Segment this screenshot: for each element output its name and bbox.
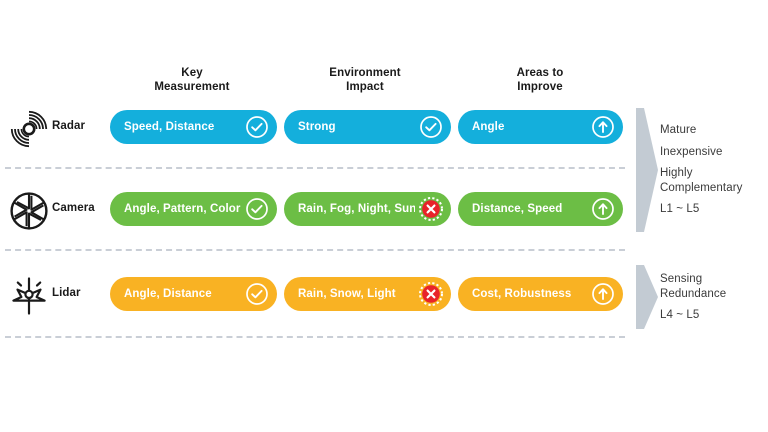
row-radar: Radar Speed, Distance Strong Angle <box>0 106 660 152</box>
check-icon <box>419 115 443 139</box>
bracket-line: Mature <box>660 124 697 136</box>
row-lidar: Lidar Angle, Distance Rain, Snow, Light <box>0 273 660 319</box>
radar-waves-icon <box>8 108 50 150</box>
header-line-1: Key <box>181 67 203 79</box>
bracket-line: L1 ~ L5 <box>660 203 700 215</box>
sensor-label-camera: Camera <box>52 202 95 214</box>
bracket-shape-bottom <box>636 265 658 329</box>
pill-text: Angle, Distance <box>124 288 212 300</box>
column-header-key-measurement: Key Measurement <box>132 66 252 94</box>
pill-camera-environment-impact[interactable]: Rain, Fog, Night, Sun <box>284 192 451 226</box>
bracket-line: Highly <box>660 167 693 179</box>
pill-lidar-key-measurement[interactable]: Angle, Distance <box>110 277 277 311</box>
sensor-label-lidar: Lidar <box>52 287 81 299</box>
pill-radar-areas-to-improve[interactable]: Angle <box>458 110 623 144</box>
pill-lidar-areas-to-improve[interactable]: Cost, Robustness <box>458 277 623 311</box>
row-camera: Camera Angle, Pattern, Color Rain, Fog, … <box>0 188 660 234</box>
camera-aperture-icon <box>8 190 50 232</box>
pill-text: Rain, Fog, Night, Sun <box>298 203 415 215</box>
up-arrow-icon <box>591 282 615 306</box>
pill-radar-key-measurement[interactable]: Speed, Distance <box>110 110 277 144</box>
up-arrow-icon <box>591 197 615 221</box>
pill-camera-key-measurement[interactable]: Angle, Pattern, Color <box>110 192 277 226</box>
row-divider-2 <box>5 249 625 251</box>
bracket-line: Complementary <box>660 182 743 194</box>
up-arrow-icon <box>591 115 615 139</box>
bracket-line: Sensing <box>660 273 703 285</box>
bracket-shape-top <box>636 108 658 232</box>
pill-text: Angle <box>472 121 505 133</box>
pill-text: Speed, Distance <box>124 121 215 133</box>
bracket-line: L4 ~ L5 <box>660 309 700 321</box>
lidar-scan-icon <box>8 275 50 317</box>
pill-text: Angle, Pattern, Color <box>124 203 241 215</box>
header-line-2: Improve <box>517 81 563 93</box>
column-header-areas-to-improve: Areas to Improve <box>480 66 600 94</box>
pill-radar-environment-impact[interactable]: Strong <box>284 110 451 144</box>
pill-text: Distance, Speed <box>472 203 563 215</box>
header-line-2: Measurement <box>154 81 230 93</box>
row-divider-1 <box>5 167 625 169</box>
check-icon <box>245 282 269 306</box>
bracket-text-bottom: Sensing Redundance L4 ~ L5 <box>660 272 726 324</box>
bracket-line: Inexpensive <box>660 146 723 158</box>
cross-icon <box>419 197 443 221</box>
check-icon <box>245 197 269 221</box>
pill-text: Rain, Snow, Light <box>298 288 396 300</box>
bracket-text-top: Mature Inexpensive Highly Complementary … <box>660 122 742 218</box>
pill-text: Strong <box>298 121 336 133</box>
pill-text: Cost, Robustness <box>472 288 572 300</box>
header-line-1: Environment <box>329 67 401 79</box>
column-header-environment-impact: Environment Impact <box>305 66 425 94</box>
cross-icon <box>419 282 443 306</box>
pill-camera-areas-to-improve[interactable]: Distance, Speed <box>458 192 623 226</box>
row-divider-3 <box>5 336 625 338</box>
header-line-2: Impact <box>346 81 384 93</box>
pill-lidar-environment-impact[interactable]: Rain, Snow, Light <box>284 277 451 311</box>
bracket-line: Redundance <box>660 288 727 300</box>
sensor-label-radar: Radar <box>52 120 86 132</box>
header-line-1: Areas to <box>516 67 564 79</box>
check-icon <box>245 115 269 139</box>
